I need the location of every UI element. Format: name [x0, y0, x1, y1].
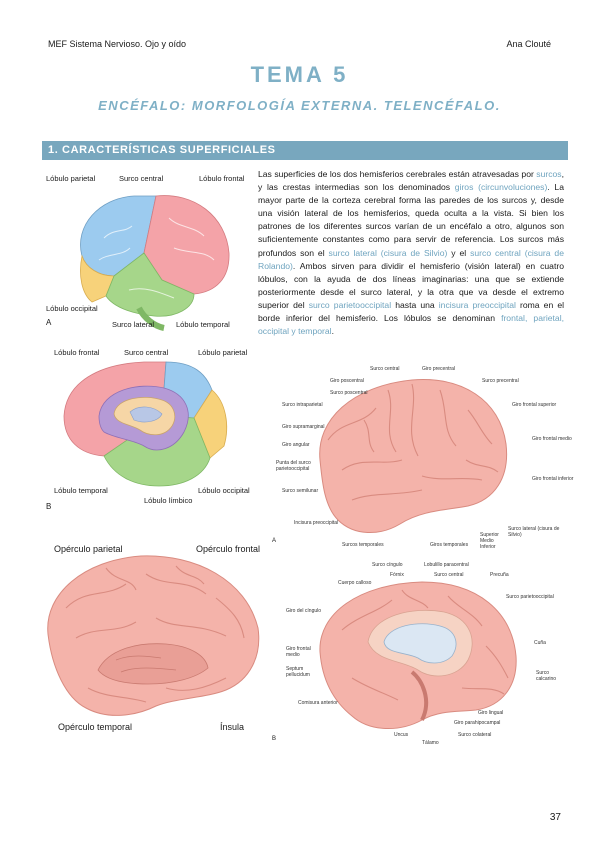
section-heading: 1. CARACTERÍSTICAS SUPERFICIALES [42, 141, 568, 160]
brain-lobes-medial-illustration [63, 361, 228, 487]
label-surco-colateral: Surco colateral [458, 732, 492, 738]
label-incisura-preoccipital: Incisura preoccipital [294, 520, 339, 526]
label-surco-cingulo: Surco cíngulo [372, 562, 403, 568]
term-surco-lateral: surco lateral (cisura de Silvio) [328, 247, 448, 258]
label-cuna: Cuña [534, 640, 546, 646]
label-surco-semilunar: Surco semilunar [282, 488, 319, 494]
label-surco-precentral: Surco precentral [482, 378, 519, 384]
label-lobulo-parietal: Lóbulo parietal [198, 348, 248, 357]
label-inferior: Inferior [480, 544, 496, 550]
para-text: Las superficies de los dos hemisferios c… [258, 169, 537, 179]
page-title: TEMA 5 [250, 62, 349, 87]
label-lobulo-frontal: Lóbulo frontal [54, 348, 100, 357]
label-surco-central: Surco central [434, 572, 464, 578]
para-text: . [331, 326, 334, 337]
figure-lobes-lateral: Lóbulo parietal Surco central Lóbulo fro… [44, 168, 254, 333]
label-giro-frontal-inferior: Giro frontal inferior [532, 476, 574, 482]
figure-letter: A [272, 538, 277, 544]
label-fornix: Fórnix [390, 572, 404, 578]
label-operculo-temporal: Opérculo temporal [58, 722, 133, 732]
label-insula: Ínsula [220, 722, 245, 732]
label-talamo: Tálamo [422, 740, 439, 746]
term-incisura-preoccipital: incisura preoccipital [438, 299, 516, 310]
term-lobulos: frontal, parietal, occipital y temporal [258, 313, 564, 337]
term-surco-parietooccipital: surco parietooccipital [308, 299, 392, 310]
term-giros: giros (circunvoluciones) [454, 182, 548, 193]
brain-gyri-medial-illustration [319, 581, 517, 730]
label-surco-lateral: Surco lateral [112, 320, 155, 329]
para-text: , y las crestas intermedias son los deno… [258, 169, 564, 193]
label-surco-parietooccipital: Surco parietooccipital [506, 594, 554, 600]
label-lobulo-parietal: Lóbulo parietal [46, 174, 96, 183]
brain-lobes-lateral-illustration [80, 195, 230, 331]
label-comisura-anterior: Comisura anterior [298, 700, 338, 706]
label-giro-parahipocampal: Giro parahipocampal [454, 720, 501, 726]
para-text: . La mayor parte de la corteza cerebral … [258, 182, 564, 258]
label-punta-surco-parietooccipital: Punta del surco parietooccipital [276, 460, 311, 472]
figure-gyri-medial: Surco cíngulo Lobulillo paracentral Fórn… [272, 560, 568, 746]
label-superior: Superior [480, 532, 499, 538]
body-paragraph: Las superficies de los dos hemisferios c… [258, 168, 564, 338]
label-surco-intraparietal: Surco intraparietal [282, 402, 323, 408]
para-text: roma en el borde inferior del hemisferio… [258, 299, 565, 324]
page-number: 37 [549, 812, 561, 823]
label-lobulo-temporal: Lóbulo temporal [176, 320, 230, 329]
label-giro-lingual: Giro lingual [478, 710, 504, 716]
label-lobulo-occipital: Lóbulo occipital [46, 304, 98, 313]
label-surcos-temporales: Surcos temporales [342, 542, 384, 548]
figure-gyri-lateral: Surco central Giro precentral Giro posce… [272, 360, 573, 552]
para-text: hasta una [391, 299, 439, 310]
label-giro-poscentral: Giro poscentral [330, 378, 364, 384]
label-surco-central: Surco central [370, 366, 400, 372]
header-course: MEF Sistema Nervioso. Ojo y oído [48, 39, 187, 49]
brain-opercula-illustration [47, 555, 260, 716]
figure-lobes-medial: Lóbulo frontal Surco central Lóbulo pari… [44, 346, 254, 514]
figure-letter: A [46, 318, 52, 327]
label-giros-temporales: Giros temporales [430, 542, 469, 548]
label-surco-calcarino: Surco calcarino [536, 670, 557, 682]
label-surco-lateral: Surco lateral (cisura de Silvio) [508, 526, 560, 538]
label-cuerpo-calloso: Cuerpo calloso [338, 580, 372, 586]
figure-letter: B [46, 502, 52, 511]
label-giro-frontal-medio: Giro frontal medio [286, 646, 311, 658]
label-uncus: Uncus [394, 732, 409, 738]
label-giro-frontal-medio: Giro frontal medio [532, 436, 572, 442]
brain-gyri-lateral-illustration [319, 379, 508, 534]
label-giro-frontal-superior: Giro frontal superior [512, 402, 557, 408]
label-medio: Medio [480, 538, 494, 544]
label-surco-poscentral: Surco poscentral [330, 390, 368, 396]
label-giro-supramarginal: Giro supramarginal [282, 424, 325, 430]
label-septum-pellucidum: Septum pellucidum [286, 666, 310, 678]
label-lobulo-occipital: Lóbulo occipital [198, 486, 250, 495]
label-surco-central: Surco central [119, 174, 164, 183]
page-subtitle: ENCÉFALO: MORFOLOGÍA EXTERNA. TELENCÉFAL… [98, 98, 501, 113]
label-surco-central: Surco central [124, 348, 169, 357]
para-text: . Ambos sirven para dividir el hemisferi… [258, 260, 564, 310]
header-author: Ana Clouté [506, 39, 551, 49]
label-lobulillo-paracentral: Lobulillo paracentral [424, 562, 469, 568]
label-giro-precentral: Giro precentral [422, 366, 456, 372]
term-surco-central: surco central (cisura de Rolando) [258, 247, 564, 271]
label-precuna: Precuña [490, 572, 509, 578]
figure-opercula: Opérculo parietal Opérculo frontal Opérc… [36, 538, 270, 740]
label-operculo-frontal: Opérculo frontal [196, 544, 261, 554]
figure-letter: B [272, 736, 277, 742]
label-giro-cingulo: Giro del cíngulo [286, 608, 322, 614]
label-lobulo-temporal: Lóbulo temporal [54, 486, 108, 495]
label-lobulo-limbico: Lóbulo límbico [144, 496, 193, 505]
label-operculo-parietal: Opérculo parietal [54, 544, 123, 554]
term-surcos: surcos [536, 169, 562, 179]
label-giro-angular: Giro angular [282, 442, 310, 448]
label-lobulo-frontal: Lóbulo frontal [199, 174, 245, 183]
para-text: y el [447, 247, 471, 258]
